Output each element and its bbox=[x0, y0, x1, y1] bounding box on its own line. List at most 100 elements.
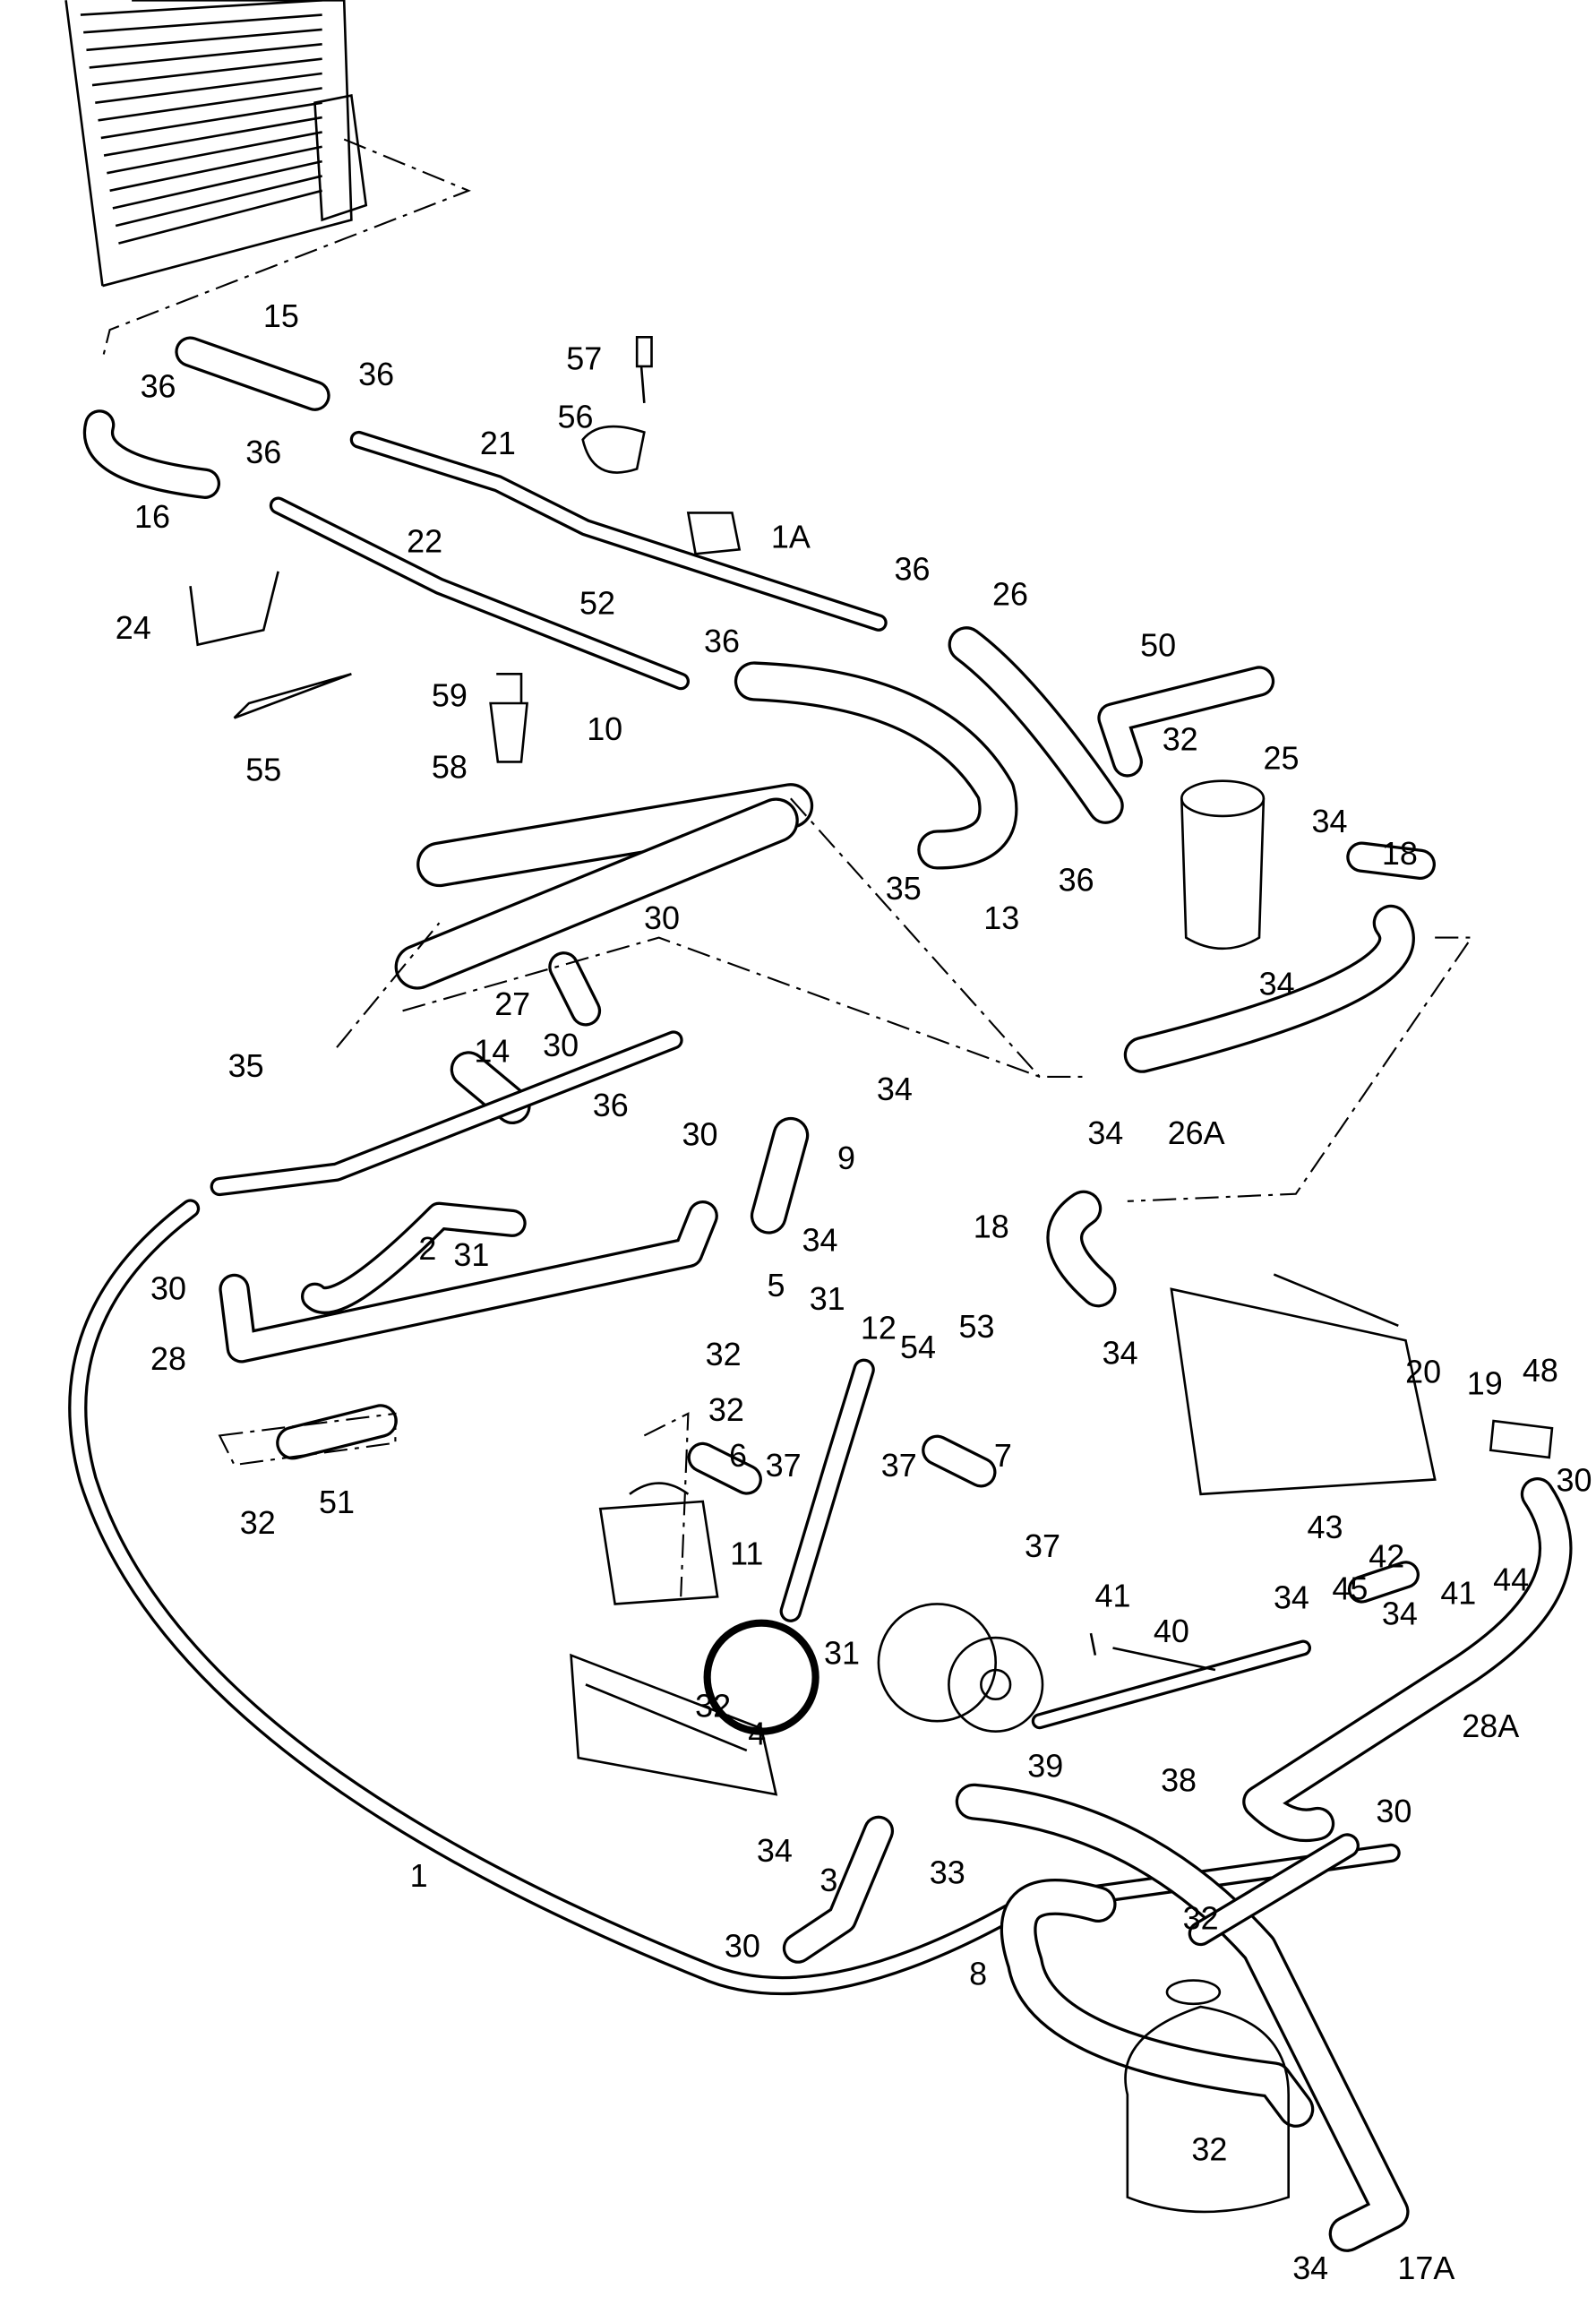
callout-1A: 1A bbox=[771, 519, 811, 555]
radiator-fin bbox=[98, 87, 322, 122]
callout-50: 50 bbox=[1140, 627, 1176, 664]
callout-36: 36 bbox=[141, 367, 176, 404]
radiator-fin bbox=[95, 72, 322, 105]
callout-45: 45 bbox=[1332, 1570, 1368, 1607]
callout-34: 34 bbox=[1311, 803, 1347, 839]
callout-6: 6 bbox=[729, 1437, 747, 1474]
callout-35: 35 bbox=[886, 870, 922, 907]
callout-19: 19 bbox=[1467, 1365, 1503, 1402]
callout-37: 37 bbox=[1025, 1527, 1060, 1564]
highlight-circle-part-4 bbox=[703, 1619, 819, 1735]
callout-8: 8 bbox=[969, 1956, 987, 1992]
callout-18: 18 bbox=[974, 1209, 1009, 1245]
callout-4: 4 bbox=[748, 1715, 766, 1751]
callout-40: 40 bbox=[1154, 1613, 1189, 1649]
callout-17A: 17A bbox=[1397, 2250, 1454, 2286]
callout-53: 53 bbox=[958, 1308, 994, 1345]
hose-3-fill bbox=[353, 434, 885, 629]
callout-7: 7 bbox=[994, 1437, 1012, 1474]
callout-30: 30 bbox=[150, 1269, 186, 1306]
radiator-fin bbox=[118, 189, 322, 245]
callout-26A: 26A bbox=[1168, 1114, 1225, 1151]
hose-14-fill bbox=[212, 1033, 681, 1193]
callout-25: 25 bbox=[1264, 740, 1300, 777]
callout-36: 36 bbox=[704, 623, 740, 659]
callout-26: 26 bbox=[992, 575, 1028, 612]
callout-59: 59 bbox=[432, 676, 468, 713]
hose-1-fill bbox=[177, 339, 328, 409]
hose-4-fill bbox=[272, 499, 687, 688]
callout-37: 37 bbox=[881, 1447, 917, 1484]
callout-54: 54 bbox=[900, 1329, 936, 1365]
callout-31: 31 bbox=[810, 1280, 845, 1317]
hose-22-fill bbox=[924, 1437, 994, 1485]
hose-19-fill bbox=[71, 1201, 1398, 1992]
callout-44: 44 bbox=[1493, 1561, 1529, 1598]
callout-27: 27 bbox=[494, 985, 530, 1022]
hose-15-fill bbox=[753, 1120, 806, 1232]
callout-10: 10 bbox=[587, 710, 622, 747]
hose-18-fill bbox=[304, 1204, 524, 1312]
hose-23-fill bbox=[1034, 1642, 1309, 1726]
radiator-fin bbox=[89, 43, 322, 69]
callout-32: 32 bbox=[1191, 2131, 1227, 2168]
callout-3: 3 bbox=[819, 1862, 837, 1898]
callout-57: 57 bbox=[566, 340, 602, 376]
radiator-fin bbox=[115, 175, 322, 228]
callout-34: 34 bbox=[1292, 2250, 1328, 2286]
callout-30: 30 bbox=[725, 1927, 760, 1964]
callout-30: 30 bbox=[1556, 1462, 1592, 1499]
radiator-fin bbox=[86, 28, 322, 52]
callout-32: 32 bbox=[695, 1687, 731, 1724]
callout-30: 30 bbox=[644, 899, 680, 936]
radiator-drawing bbox=[64, 0, 472, 360]
callout-31: 31 bbox=[453, 1236, 489, 1273]
callout-37: 37 bbox=[766, 1447, 802, 1484]
callout-36: 36 bbox=[358, 356, 394, 392]
callout-34: 34 bbox=[1259, 965, 1295, 1002]
callout-21: 21 bbox=[480, 425, 516, 461]
callout-30: 30 bbox=[543, 1027, 579, 1063]
callout-51: 51 bbox=[319, 1484, 355, 1520]
radiator-fin bbox=[103, 116, 322, 157]
callout-41: 41 bbox=[1440, 1574, 1476, 1611]
hose-7-fill bbox=[1100, 668, 1272, 775]
callout-33: 33 bbox=[930, 1854, 965, 1891]
callout-1: 1 bbox=[410, 1857, 428, 1894]
callout-12: 12 bbox=[861, 1310, 897, 1346]
callout-20: 20 bbox=[1405, 1354, 1441, 1390]
hose-11-fill bbox=[397, 800, 796, 987]
callout-30: 30 bbox=[682, 1116, 717, 1153]
hose-29-fill bbox=[279, 1407, 395, 1458]
callout-43: 43 bbox=[1308, 1509, 1343, 1545]
hose-24-fill bbox=[1245, 1480, 1570, 1839]
callout-34: 34 bbox=[1382, 1595, 1418, 1631]
callout-42: 42 bbox=[1369, 1538, 1404, 1575]
radiator-fin bbox=[91, 57, 322, 87]
callout-34: 34 bbox=[757, 1832, 793, 1869]
callout-18: 18 bbox=[1382, 835, 1418, 872]
callout-41: 41 bbox=[1094, 1578, 1130, 1614]
callout-32: 32 bbox=[708, 1391, 744, 1428]
callout-34: 34 bbox=[1103, 1334, 1138, 1371]
hose-30-fill bbox=[1351, 1563, 1417, 1601]
callout-34: 34 bbox=[877, 1071, 913, 1107]
hoses bbox=[68, 336, 1573, 2252]
callout-32: 32 bbox=[706, 1336, 742, 1372]
hose-9-fill bbox=[1127, 908, 1412, 1071]
hose-17-fill bbox=[221, 1203, 716, 1361]
hose-21-fill bbox=[690, 1445, 759, 1493]
hose-8-fill bbox=[1349, 844, 1433, 877]
hose-5-fill bbox=[737, 664, 1016, 867]
callout-2: 2 bbox=[418, 1230, 436, 1267]
callout-30: 30 bbox=[1376, 1793, 1412, 1829]
hose-12-fill bbox=[551, 954, 598, 1024]
hose-28-fill bbox=[1190, 1836, 1357, 1943]
hose-16-fill bbox=[1049, 1192, 1114, 1305]
callout-11: 11 bbox=[730, 1535, 763, 1571]
callout-28: 28 bbox=[150, 1340, 186, 1377]
hose-20-fill bbox=[782, 1361, 872, 1620]
